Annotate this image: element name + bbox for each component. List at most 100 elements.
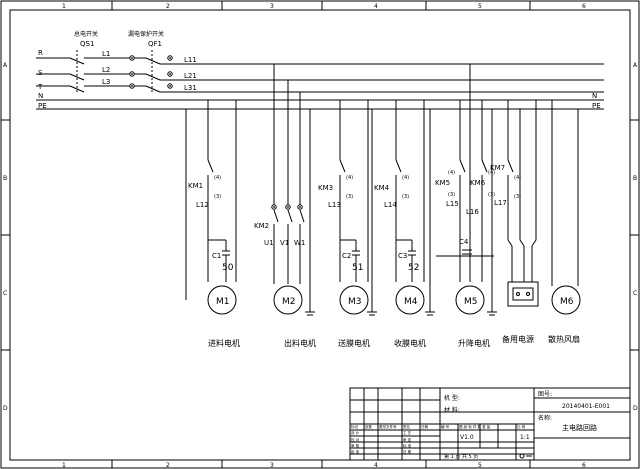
pin-label: (3) bbox=[402, 194, 409, 200]
pin-label: (4) bbox=[214, 175, 221, 181]
line-label-l13: L13 bbox=[328, 201, 341, 209]
sign-row: 审 核 bbox=[351, 443, 360, 448]
col-number: 5 bbox=[478, 3, 482, 10]
row-letter: C bbox=[3, 290, 7, 297]
bus-label-pe-right: PE bbox=[592, 102, 601, 110]
contactor-km4: KM4 bbox=[374, 184, 390, 192]
terminal-w1: W1 bbox=[294, 239, 305, 247]
motor-name: 升降电机 bbox=[458, 338, 490, 348]
sign-row-right: 审 查 bbox=[403, 437, 412, 442]
pin-label: (4) bbox=[402, 175, 409, 181]
motor-m6: M6 bbox=[560, 297, 574, 307]
branch-m4: (4) (3) KM4 L14 C3 52 M4 收膜电机 bbox=[374, 100, 435, 348]
bus-label-t: T bbox=[37, 83, 43, 91]
row-letter: B bbox=[3, 175, 7, 182]
sign-row-right: 日 期 bbox=[403, 449, 412, 454]
bus-label-pe: PE bbox=[38, 102, 47, 110]
sign-row: 校 对 bbox=[351, 437, 360, 442]
meta-header: 比 例 bbox=[517, 424, 526, 429]
motor-m3: M3 bbox=[348, 297, 362, 307]
contactor-km6: KM6 bbox=[470, 179, 486, 187]
capacitor-value: 51 bbox=[352, 263, 363, 273]
capacitor-c2: C2 bbox=[342, 252, 351, 260]
bus-label-n: N bbox=[38, 92, 43, 100]
version: V1.0 bbox=[460, 434, 474, 441]
protect-switch-label: 漏电保护开关 bbox=[128, 30, 164, 38]
line-label-l12: L12 bbox=[196, 201, 209, 209]
pin-label: (4) bbox=[514, 175, 521, 181]
line-label-l16: L16 bbox=[466, 208, 479, 216]
row-letter: D bbox=[633, 405, 638, 412]
row-letter: B bbox=[633, 175, 637, 182]
bus-label-n-right: N bbox=[592, 92, 597, 100]
contactor-km3: KM3 bbox=[318, 184, 333, 192]
line-label-l15: L15 bbox=[446, 200, 459, 208]
rev-header: 签名 bbox=[403, 424, 410, 429]
meta-header: 图 纸 标 件 数 重 量 bbox=[459, 424, 491, 429]
sign-row: 批 准 bbox=[351, 449, 360, 454]
drawing-number: 20140401-E001 bbox=[562, 403, 610, 410]
pin-label: (4) bbox=[346, 175, 353, 181]
bus-label-l2: L2 bbox=[102, 66, 110, 74]
title-block: 机 型: 材 料: 图号: 20140401-E001 名称: 主电路回路 标记… bbox=[349, 387, 631, 461]
col-number: 5 bbox=[478, 462, 482, 469]
pin-label: (3) bbox=[214, 194, 221, 200]
col-number: 2 bbox=[166, 462, 170, 469]
drawing-number-label: 图号: bbox=[538, 391, 552, 398]
branch-m1: (4) (3) KM1 L12 C1 50 M1 进料电机 bbox=[185, 100, 240, 348]
branch-m2: KM2 U1 V1 W1 M2 出料电机 bbox=[254, 64, 316, 348]
main-switch-label: 总电开关 bbox=[74, 30, 98, 38]
col-number: 1 bbox=[62, 3, 66, 10]
col-number: 4 bbox=[374, 3, 378, 10]
rev-header: 处数 bbox=[365, 424, 373, 429]
bus-label-l11: L11 bbox=[184, 56, 197, 64]
bus-label-l31: L31 bbox=[184, 84, 197, 92]
row-letter: D bbox=[3, 405, 8, 412]
terminal-u1: U1 bbox=[264, 239, 274, 247]
branch-m6: M6 散热风扇 bbox=[548, 100, 581, 344]
pin-label: (3) bbox=[514, 194, 521, 200]
capacitor-c3: C3 bbox=[398, 252, 407, 260]
motor-m2: M2 bbox=[282, 297, 296, 307]
main-switch-tag: QS1 bbox=[80, 40, 94, 48]
sign-row-right: 工 艺 bbox=[403, 430, 412, 435]
meta-header: 编 号 bbox=[441, 424, 450, 429]
bus-label-s: S bbox=[38, 69, 43, 77]
motor-name: 进料电机 bbox=[208, 338, 240, 348]
contactor-km1: KM1 bbox=[188, 182, 203, 190]
pin-label: (4) bbox=[488, 170, 495, 176]
bus-label-l1: L1 bbox=[102, 50, 110, 58]
contactor-km5: KM5 bbox=[435, 179, 450, 187]
motor-name: 出料电机 bbox=[284, 338, 316, 348]
pin-label: (3) bbox=[488, 192, 495, 198]
col-number: 3 bbox=[270, 3, 274, 10]
spare-power-name: 备用电源 bbox=[502, 334, 534, 344]
col-number: 3 bbox=[270, 462, 274, 469]
contactor-km2: KM2 bbox=[254, 222, 269, 230]
row-letter: A bbox=[633, 62, 638, 69]
col-number: 2 bbox=[166, 3, 170, 10]
motor-name: 散热风扇 bbox=[548, 334, 580, 344]
motor-name: 送膜电机 bbox=[338, 338, 370, 348]
terminal-v1: V1 bbox=[280, 239, 289, 247]
row-letter: A bbox=[3, 62, 8, 69]
pin-label: (3) bbox=[346, 194, 353, 200]
motor-m4: M4 bbox=[404, 297, 418, 307]
capacitor-value: 52 bbox=[408, 263, 419, 273]
line-label-l14: L14 bbox=[384, 201, 397, 209]
protect-switch-tag: QF1 bbox=[148, 40, 162, 48]
drawing-title: 主电路回路 bbox=[562, 423, 597, 432]
motor-m5: M5 bbox=[464, 297, 478, 307]
power-buses: R S T N PE L1 L2 L3 L1 bbox=[36, 49, 604, 110]
col-number: 6 bbox=[582, 462, 586, 469]
sheet-number: 第 1 页 共 5 页 bbox=[444, 453, 478, 460]
branch-spare-power: (4) (3) KM7 L17 备用电源 bbox=[490, 100, 539, 344]
capacitor-c1: C1 bbox=[212, 252, 221, 260]
model-label: 机 型: bbox=[444, 394, 460, 402]
rev-header: 日期 bbox=[421, 424, 429, 429]
contactor-km7: KM7 bbox=[490, 164, 505, 172]
motor-name: 收膜电机 bbox=[394, 338, 426, 348]
col-number: 1 bbox=[62, 462, 66, 469]
